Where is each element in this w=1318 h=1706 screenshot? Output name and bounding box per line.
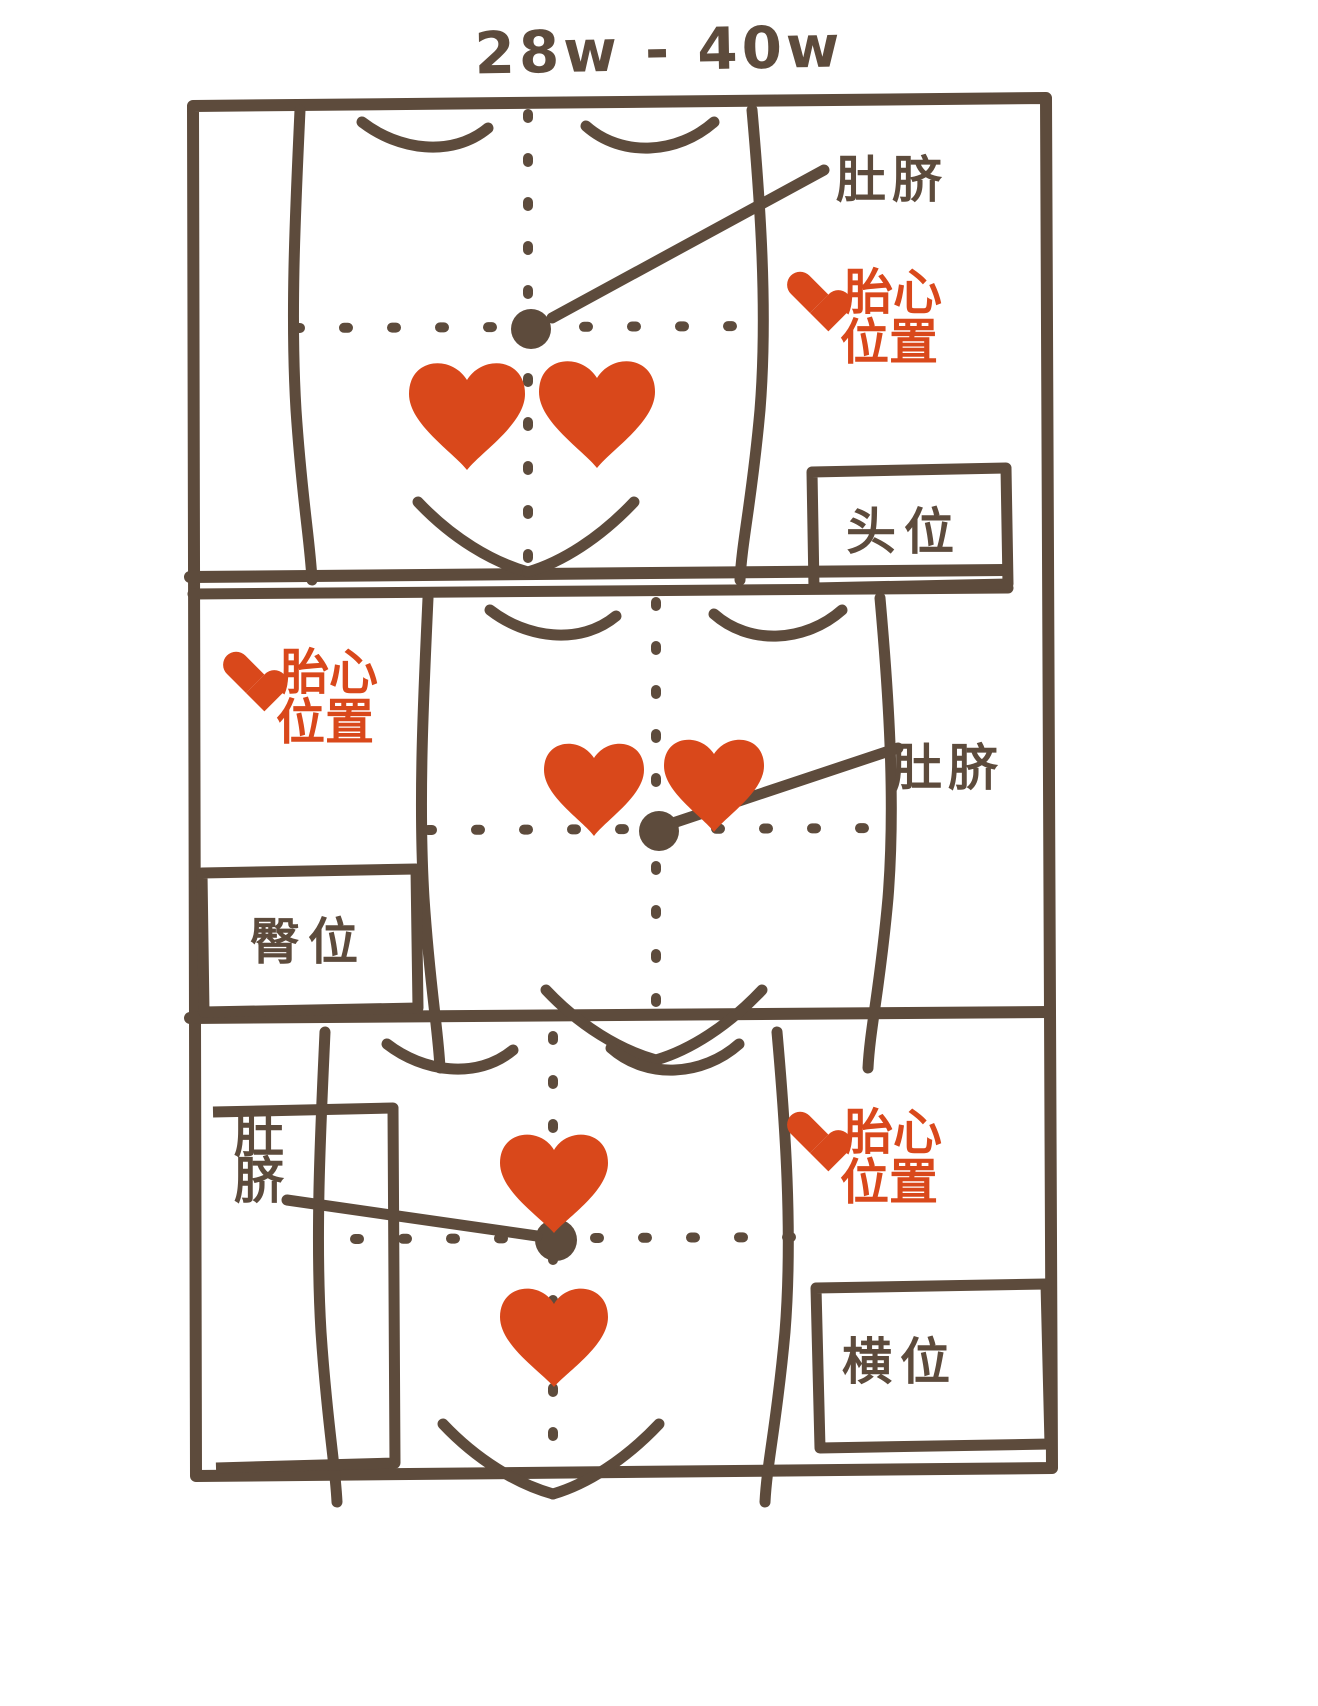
fetal-heart-label-panel-3: 胎心 位置 <box>786 1108 942 1208</box>
heart-icon <box>539 361 655 468</box>
heart-icon <box>544 743 644 836</box>
heart-icon <box>500 1288 608 1387</box>
fetal-heart-text-line2: 位置 <box>840 1153 939 1211</box>
position-label-panel-2: 臀位 <box>250 913 366 971</box>
heart-icon <box>664 739 764 832</box>
fetal-heart-label-panel-1: 胎心 位置 <box>786 268 942 368</box>
navel-label-panel-1: 肚脐 <box>836 151 948 209</box>
navel-label-panel-2: 肚脐 <box>892 739 1004 797</box>
heart-icon <box>409 363 525 470</box>
navel-label-panel-3: 肚 脐 <box>228 1106 290 1210</box>
fetal-heart-label-panel-2: 胎心 位置 <box>222 648 378 748</box>
fetal-heart-text-line2: 位置 <box>840 313 939 371</box>
heart-icon <box>786 270 836 316</box>
fetal-heart-text-line1: 胎心 <box>280 644 379 701</box>
navel-label-char-1: 肚 <box>234 1106 284 1164</box>
fetal-heart-text-line1: 胎心 <box>844 1104 943 1161</box>
heart-icon <box>222 650 272 696</box>
heart-icon <box>786 1110 836 1156</box>
position-label-panel-3: 横位 <box>842 1333 958 1391</box>
heart-icon <box>500 1134 608 1233</box>
fetal-heart-text-line1: 胎心 <box>844 264 943 321</box>
position-label-panel-1: 头位 <box>846 503 962 561</box>
navel-label-char-2: 脐 <box>234 1152 284 1210</box>
fetal-heart-text-line2: 位置 <box>276 693 375 751</box>
